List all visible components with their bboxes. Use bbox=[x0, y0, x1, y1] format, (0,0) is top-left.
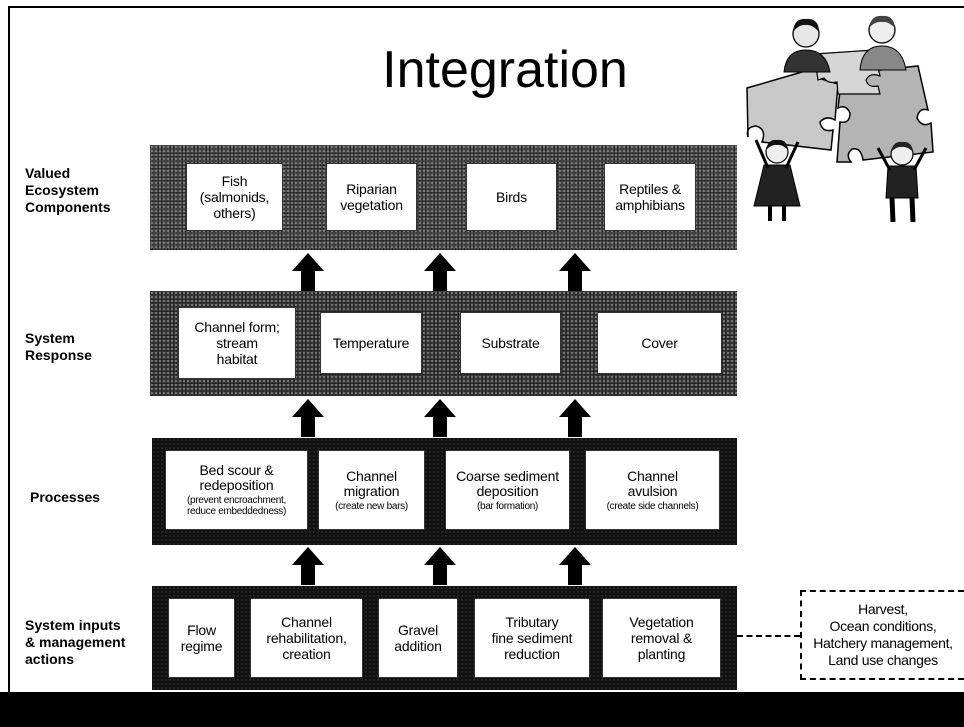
box-fish: Fish (salmonids, others) bbox=[186, 163, 283, 231]
box-vegetation-removal: Vegetation removal & planting bbox=[602, 598, 721, 678]
box-bed-scour-title: Bed scour & redeposition bbox=[199, 462, 274, 493]
up-arrow-icon bbox=[424, 399, 456, 437]
box-channel-avulsion-title: Channel avulsion bbox=[627, 467, 678, 499]
box-channel-migration-note: (create new bars) bbox=[335, 500, 408, 512]
box-bed-scour: Bed scour & redeposition (prevent encroa… bbox=[165, 450, 308, 530]
people-puzzle-clipart-icon bbox=[742, 10, 937, 225]
box-birds: Birds bbox=[466, 163, 557, 231]
up-arrow-icon bbox=[424, 253, 456, 291]
box-reptiles-amphibians: Reptiles & amphibians bbox=[604, 163, 696, 231]
box-channel-avulsion-note: (create side channels) bbox=[606, 500, 699, 512]
up-arrow-icon bbox=[424, 547, 456, 585]
up-arrow-icon bbox=[292, 547, 324, 585]
up-arrow-icon bbox=[292, 399, 324, 437]
dashed-connector bbox=[737, 635, 800, 637]
band-system-response: Channel form; stream habitat Temperature… bbox=[150, 291, 737, 396]
box-bed-scour-note: (prevent encroachment, reduce embeddedne… bbox=[186, 495, 287, 517]
slide-frame bbox=[8, 6, 964, 692]
box-channel-migration: Channel migration (create new bars) bbox=[318, 450, 425, 530]
band-system-inputs: Flow regime Channel rehabilitation, crea… bbox=[152, 586, 737, 690]
box-substrate: Substrate bbox=[460, 312, 561, 374]
row-label-valued-ecosystem-components: Valued Ecosystem Components bbox=[25, 165, 111, 215]
box-channel-form: Channel form; stream habitat bbox=[178, 307, 296, 379]
box-channel-avulsion: Channel avulsion (create side channels) bbox=[585, 450, 720, 530]
up-arrow-icon bbox=[559, 399, 591, 437]
row-label-processes: Processes bbox=[30, 489, 101, 505]
up-arrow-icon bbox=[559, 547, 591, 585]
box-coarse-sediment-note: (bar formation) bbox=[476, 500, 539, 512]
band-processes: Bed scour & redeposition (prevent encroa… bbox=[152, 438, 737, 545]
box-riparian-vegetation: Riparian vegetation bbox=[326, 163, 417, 231]
box-channel-rehabilitation: Channel rehabilitation, creation bbox=[250, 598, 363, 678]
box-temperature: Temperature bbox=[320, 312, 422, 374]
box-cover: Cover bbox=[597, 312, 722, 374]
box-gravel-addition: Gravel addition bbox=[378, 598, 458, 678]
box-coarse-sediment-title: Coarse sediment deposition bbox=[456, 467, 559, 499]
external-factors-box: Harvest, Ocean conditions, Hatchery mana… bbox=[800, 590, 964, 680]
box-flow-regime: Flow regime bbox=[168, 598, 235, 678]
up-arrow-icon bbox=[292, 253, 324, 291]
bottom-bar bbox=[0, 692, 964, 727]
slide-title: Integration bbox=[382, 41, 628, 99]
row-label-system-response: System Response bbox=[25, 330, 92, 363]
up-arrow-icon bbox=[559, 253, 591, 291]
box-channel-migration-title: Channel migration bbox=[343, 467, 400, 499]
band-valued-ecosystem-components: Fish (salmonids, others) Riparian vegeta… bbox=[150, 145, 737, 250]
row-label-system-inputs: System inputs & management actions bbox=[25, 617, 126, 667]
box-coarse-sediment: Coarse sediment deposition (bar formatio… bbox=[445, 450, 570, 530]
box-tributary-fine-sediment: Tributary fine sediment reduction bbox=[474, 598, 590, 678]
